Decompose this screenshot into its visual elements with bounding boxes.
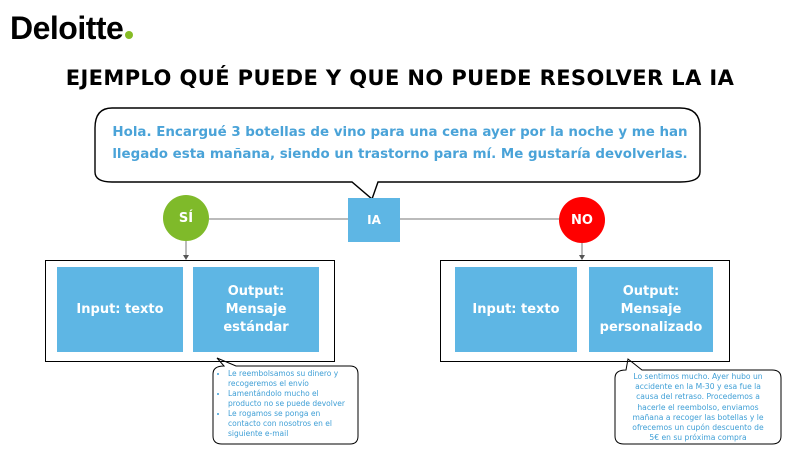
customer-message-line-2: llegado esta mañana, siendo un trastorno… <box>112 147 688 162</box>
customer-message: Hola. Encargué 3 botellas de vino para u… <box>104 122 696 166</box>
yes-note: Le reembolsamos su dinero y recogeremos … <box>216 369 354 439</box>
no-note-line: hacerle el reembolso, enviamos <box>637 402 759 412</box>
ia-box: IA <box>348 198 400 242</box>
yes-frame <box>45 260 335 362</box>
no-output-label-2: Mensaje <box>620 301 682 317</box>
no-output-box: Output: Mensaje personalizado <box>589 267 713 352</box>
yes-output-box: Output: Mensaje estándar <box>193 267 319 352</box>
deloitte-logo: Deloitte <box>10 10 134 46</box>
yes-note-item: Le rogamos se ponga en contacto con noso… <box>228 409 354 439</box>
no-note: Lo sentimos mucho. Ayer hubo un accident… <box>619 372 777 443</box>
yes-output-label-3: estándar <box>223 319 289 335</box>
no-input-label: Input: texto <box>472 301 560 317</box>
customer-message-line-1: Hola. Encargué 3 botellas de vino para u… <box>112 125 688 140</box>
no-frame <box>440 260 730 362</box>
no-circle: NO <box>559 197 605 243</box>
logo-dot-icon <box>125 31 134 39</box>
yes-note-item: Le reembolsamos su dinero y recogeremos … <box>228 369 354 389</box>
no-output-label-1: Output: <box>622 283 680 299</box>
page-title: EJEMPLO QUÉ PUEDE Y QUE NO PUEDE RESOLVE… <box>65 66 735 90</box>
arrow-no-head <box>579 255 585 260</box>
yes-input-label: Input: texto <box>76 301 164 317</box>
yes-note-item: Lamentándolo mucho el producto no se pue… <box>228 389 354 409</box>
note-bubble-left <box>212 357 359 445</box>
logo-text: Deloitte <box>10 10 124 46</box>
note-bubble-right <box>614 358 782 445</box>
no-note-line: causa del retraso. Procedemos a <box>636 392 760 402</box>
speech-bubble <box>94 107 701 201</box>
no-note-line: Lo sentimos mucho. Ayer hubo un <box>633 372 763 381</box>
no-note-line: 5€ en su próxima compra <box>649 433 747 443</box>
no-output-label-3: personalizado <box>599 319 703 335</box>
no-input-box: Input: texto <box>455 267 577 352</box>
arrow-yes-head <box>183 255 189 260</box>
no-note-line: ofrecemos un cupón descuento de <box>632 423 764 433</box>
no-note-line: mañana a recoger las botellas y le <box>632 412 764 422</box>
no-note-line: accidente en la M-30 y esa fue la <box>635 382 761 392</box>
yes-circle: SÍ <box>163 195 209 241</box>
yes-output-label-2: Mensaje <box>225 301 287 317</box>
yes-input-box: Input: texto <box>57 267 183 352</box>
yes-output-label-1: Output: <box>227 283 285 299</box>
